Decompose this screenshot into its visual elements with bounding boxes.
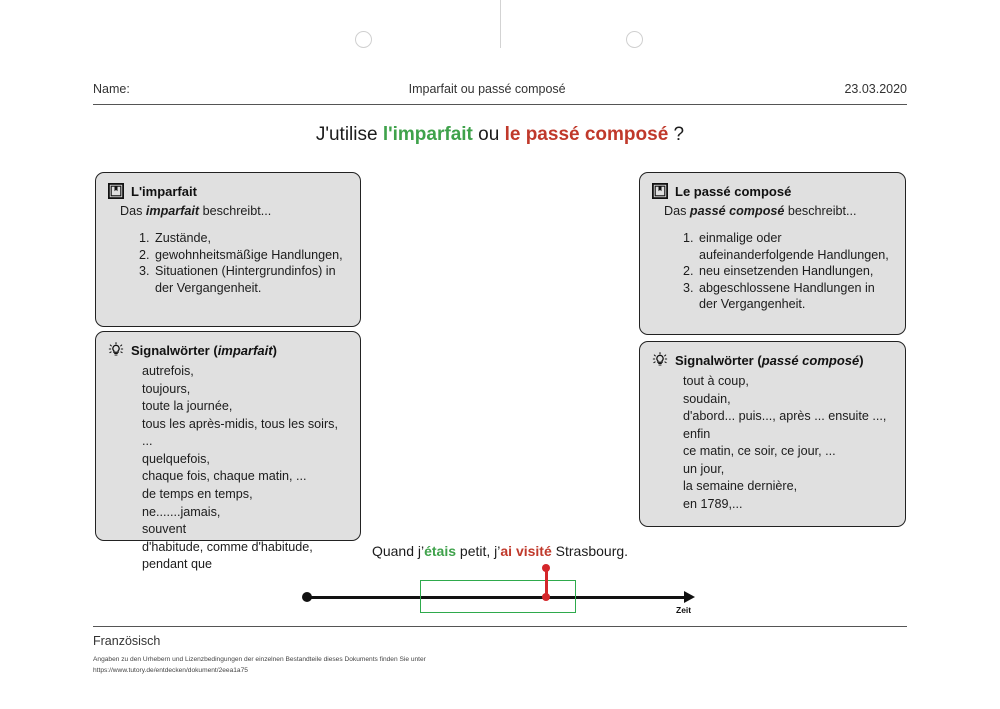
timeline-start-dot [302, 592, 312, 602]
header-title: Imparfait ou passé composé [408, 82, 566, 96]
card-signal-imparfait-title: Signalwörter (imparfait) [131, 343, 277, 358]
lightbulb-icon [652, 352, 668, 366]
card-rule-imparfait-header: L'imparfait [108, 183, 348, 199]
list-item: enfin [683, 426, 711, 441]
card-signal-imparfait-words: autrefois, toujours, toute la journée, t… [108, 363, 348, 574]
example-passe-compose-verb: ai visité [500, 543, 552, 559]
list-item: gewohnheitsmäßige Handlungen, [153, 247, 348, 264]
list-item: Situationen (Hintergrundinfos) in der Ve… [153, 263, 348, 296]
card-rule-imparfait: L'imparfait Das imparfait beschreibt... … [95, 172, 361, 327]
footer-subject: Französisch [93, 634, 161, 648]
card-signal-passe-compose-title: Signalwörter (passé composé) [675, 353, 864, 368]
list-item: abgeschlossene Handlungen in der Vergang… [697, 280, 893, 313]
subtitle-pre: Das [120, 204, 146, 218]
signal-heading-emphasis: imparfait [217, 342, 273, 358]
card-signal-passe-compose-header: Signalwörter (passé composé) [652, 352, 893, 368]
card-rule-imparfait-list: Zustände, gewohnheitsmäßige Handlungen, … [108, 230, 348, 296]
footer-divider [93, 626, 907, 627]
card-signal-imparfait: Signalwörter (imparfait) autrefois, touj… [95, 331, 361, 571]
card-signal-imparfait-header: Signalwörter (imparfait) [108, 342, 348, 358]
footer-legal-notice: Angaben zu den Urhebern und Lizenzbeding… [93, 655, 793, 677]
list-item: Zustände, [153, 230, 348, 247]
example-part-2: petit, j’ [456, 543, 501, 559]
list-item: toute la journée, [142, 399, 233, 414]
card-rule-passe-compose-subtitle: Das passé composé beschreibt... [664, 204, 893, 218]
subtitle-emphasis: imparfait [145, 204, 200, 218]
card-signal-passe-compose: Signalwörter (passé composé) tout à coup… [639, 341, 906, 527]
list-item: einmalige oder aufeinanderfolgende Handl… [697, 230, 893, 263]
card-rule-passe-compose-list: einmalige oder aufeinanderfolgende Handl… [652, 230, 893, 313]
title-part-2: ou [472, 124, 505, 145]
list-item: toujours, [142, 381, 191, 396]
list-item: autrefois, [142, 364, 194, 378]
timeline-axis [305, 596, 688, 599]
list-item: tous les après-midis, tous les soirs, ..… [142, 416, 338, 449]
timeline-marker-dot-bottom [542, 593, 550, 601]
punch-hole-left [355, 31, 372, 48]
list-item: quelquefois, [142, 451, 210, 466]
title-imparfait: l'imparfait [382, 124, 473, 145]
list-item: tout à coup, [683, 374, 749, 388]
list-item: un jour, [683, 461, 725, 476]
list-item: d'habitude, comme d'habitude, [142, 539, 313, 554]
signal-heading-emphasis: passé composé [761, 352, 860, 368]
list-item: de temps en temps, [142, 486, 253, 501]
card-rule-imparfait-subtitle: Das imparfait beschreibt... [120, 204, 348, 218]
subtitle-pre: Das [664, 204, 690, 218]
card-signal-passe-compose-words: tout à coup, soudain, d'abord... puis...… [652, 373, 893, 514]
footer-legal-line-2: https://www.tutory.de/entdecken/dokument… [93, 666, 248, 674]
example-imparfait-verb: étais [424, 543, 457, 559]
signal-heading-pre: Signalwörter ( [131, 342, 218, 358]
punch-hole-right [626, 31, 643, 48]
header-date: 23.03.2020 [844, 82, 907, 96]
page-title: J'utilise l'imparfait ou le passé compos… [0, 124, 1000, 146]
timeline-marker-dot-top [542, 564, 550, 572]
list-item: d'abord... puis..., après ... ensuite ..… [683, 409, 887, 424]
title-passe-compose: le passé composé [504, 124, 669, 145]
book-icon [108, 183, 124, 199]
subtitle-emphasis: passé composé [689, 204, 785, 218]
list-item: neu einsetzenden Handlungen, [697, 263, 893, 280]
footer-legal-line-1: Angaben zu den Urhebern und Lizenzbeding… [93, 656, 426, 663]
title-part-3: ? [668, 124, 685, 145]
list-item: chaque fois, chaque matin, ... [142, 469, 307, 484]
signal-heading-pre: Signalwörter ( [675, 352, 762, 368]
lightbulb-icon [108, 342, 124, 356]
card-rule-passe-compose-header: Le passé composé [652, 183, 893, 199]
title-part-1: J'utilise [315, 124, 383, 145]
card-rule-passe-compose-title: Le passé composé [675, 183, 792, 199]
list-item: ce matin, ce soir, ce jour, ... [683, 444, 836, 459]
signal-heading-post: ) [859, 352, 864, 368]
signal-heading-post: ) [272, 342, 277, 358]
list-item: la semaine dernière, [683, 479, 798, 494]
name-label: Name: [93, 82, 130, 96]
timeline-imparfait-span [420, 580, 576, 613]
book-icon [652, 183, 668, 199]
subtitle-post: beschreibt... [199, 204, 272, 218]
worksheet-header: Name: Imparfait ou passé composé 23.03.2… [93, 82, 907, 96]
timeline-passe-compose-marker [545, 567, 548, 598]
list-item: soudain, [683, 391, 731, 406]
card-rule-passe-compose: Le passé composé Das passé composé besch… [639, 172, 906, 335]
example-sentence: Quand j’étais petit, j’ai visité Strasbo… [0, 543, 1000, 559]
list-item: en 1789,... [683, 496, 743, 511]
list-item: ne.......jamais, [142, 504, 221, 519]
list-item: souvent [142, 522, 187, 537]
timeline-axis-label: Zeit [676, 605, 692, 615]
card-rule-imparfait-title: L'imparfait [131, 183, 197, 199]
fold-mark-line [500, 0, 501, 48]
timeline-arrow-head [684, 591, 695, 603]
header-divider [93, 104, 907, 105]
example-part-1: Quand j’ [371, 543, 425, 559]
example-part-3: Strasbourg. [551, 543, 629, 559]
list-item: pendant que [142, 557, 213, 572]
subtitle-post: beschreibt... [784, 204, 857, 218]
